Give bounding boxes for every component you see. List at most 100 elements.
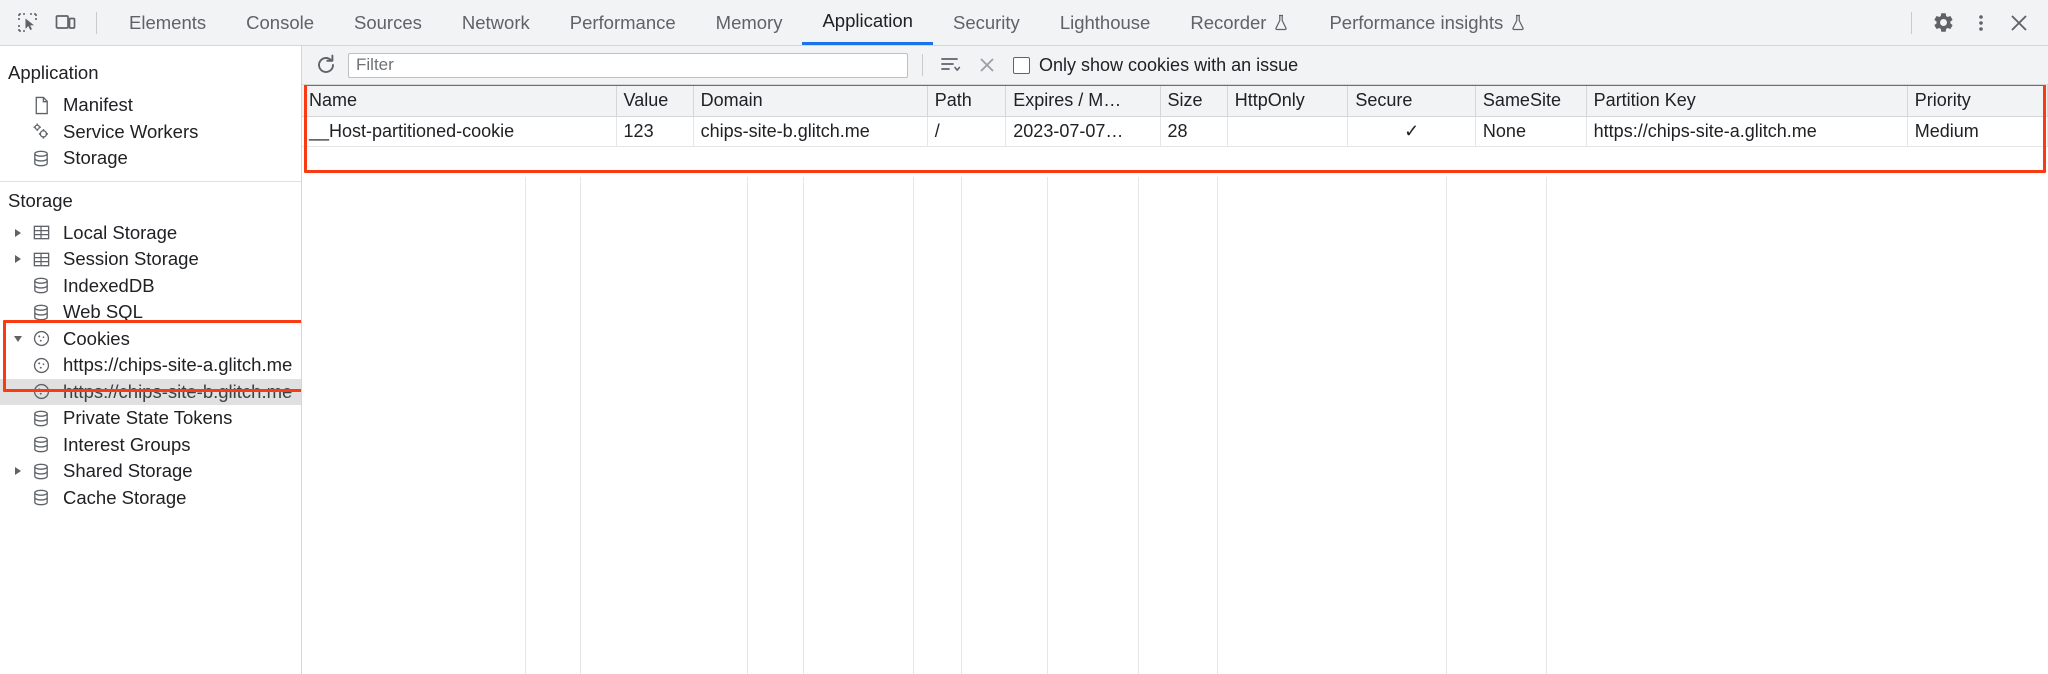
chevron-right-icon[interactable] xyxy=(8,255,28,264)
cell-httponly[interactable] xyxy=(1227,116,1349,147)
filter-list-icon[interactable] xyxy=(937,51,965,79)
toolbar-divider xyxy=(1911,11,1912,34)
column-header-samesite[interactable]: SameSite xyxy=(1475,85,1587,117)
sidebar-item-private-state-tokens[interactable]: Private State Tokens xyxy=(0,405,301,432)
chevron-down-icon[interactable] xyxy=(8,335,28,342)
sidebar-item-label: Service Workers xyxy=(63,120,199,142)
devtools-body: Application Manifest xyxy=(0,46,2048,674)
close-icon[interactable] xyxy=(2000,4,2038,42)
tab-label: Memory xyxy=(715,11,783,33)
tab-label: Sources xyxy=(354,11,422,33)
tab-label: Lighthouse xyxy=(1059,11,1151,33)
tab-label: Performance insights xyxy=(1329,11,1504,33)
tab-performance[interactable]: Performance xyxy=(550,0,696,45)
clear-x-icon[interactable] xyxy=(973,51,1001,79)
sidebar-item-service-workers[interactable]: Service Workers xyxy=(0,119,301,146)
column-header-partition-key[interactable]: Partition Key xyxy=(1586,85,1908,117)
cell-value[interactable]: 123 xyxy=(616,116,694,147)
sidebar-item-label: Cookies xyxy=(63,327,130,349)
sidebar-item-label: Manifest xyxy=(63,94,133,116)
tab-lighthouse[interactable]: Lighthouse xyxy=(1040,0,1171,45)
flask-icon xyxy=(1273,14,1289,31)
database-icon xyxy=(28,303,54,322)
sidebar-divider xyxy=(0,180,301,182)
cookies-toolbar: Only show cookies with an issue xyxy=(302,46,2048,85)
gear-icon[interactable] xyxy=(1924,4,1962,42)
tab-label: Application xyxy=(822,10,913,31)
sidebar-item-shared-storage[interactable]: Shared Storage xyxy=(0,458,301,485)
column-header-size[interactable]: Size xyxy=(1160,85,1228,117)
sidebar-section-application-title: Application xyxy=(8,62,99,83)
cookie-icon xyxy=(28,382,54,401)
column-header-expires[interactable]: Expires / M… xyxy=(1005,85,1161,117)
inspect-element-icon[interactable] xyxy=(8,4,46,42)
sidebar-item-cache-storage[interactable]: Cache Storage xyxy=(0,485,301,512)
cookies-table-container: Name Value Domain Path Expires / M… Size… xyxy=(302,85,2048,674)
column-header-value[interactable]: Value xyxy=(616,85,694,117)
column-header-path[interactable]: Path xyxy=(927,85,1007,117)
device-toolbar-icon[interactable] xyxy=(46,4,84,42)
cell-expires[interactable]: 2023-07-07… xyxy=(1005,116,1161,147)
database-icon xyxy=(28,276,54,295)
tab-security[interactable]: Security xyxy=(933,0,1040,45)
cell-priority[interactable]: Medium xyxy=(1907,116,2048,147)
only-show-cookies-with-issue-checkbox[interactable]: Only show cookies with an issue xyxy=(1013,55,1298,76)
cookies-panel: Only show cookies with an issue xyxy=(302,46,2048,674)
tab-elements[interactable]: Elements xyxy=(109,0,226,45)
refresh-icon[interactable] xyxy=(312,51,340,79)
tab-console[interactable]: Console xyxy=(226,0,334,45)
cell-size[interactable]: 28 xyxy=(1160,116,1228,147)
flask-icon xyxy=(1510,14,1526,31)
more-vertical-icon[interactable] xyxy=(1962,4,2000,42)
cell-secure[interactable]: ✓ xyxy=(1347,116,1476,147)
sidebar-item-web-sql[interactable]: Web SQL xyxy=(0,299,301,326)
database-icon xyxy=(28,149,54,168)
sidebar-item-cookies-chips-site-a[interactable]: https://chips-site-a.glitch.me xyxy=(0,352,301,379)
sidebar-section-storage-title: Storage xyxy=(8,189,73,211)
sidebar-item-cookies-chips-site-b[interactable]: https://chips-site-b.glitch.me xyxy=(0,378,301,405)
tab-label: Network xyxy=(461,11,530,33)
cell-samesite[interactable]: None xyxy=(1475,116,1587,147)
column-header-priority[interactable]: Priority xyxy=(1907,85,2048,117)
database-icon xyxy=(28,462,54,481)
sidebar-item-session-storage[interactable]: Session Storage xyxy=(0,246,301,273)
tab-recorder[interactable]: Recorder xyxy=(1170,0,1309,45)
tab-sources[interactable]: Sources xyxy=(334,0,442,45)
table-grid-icon xyxy=(28,223,54,242)
tab-label: Recorder xyxy=(1190,11,1267,33)
chevron-right-icon[interactable] xyxy=(8,228,28,237)
column-header-secure[interactable]: Secure xyxy=(1347,85,1476,117)
sidebar-item-label: IndexedDB xyxy=(63,274,155,296)
column-header-name[interactable]: Name xyxy=(302,85,617,117)
cell-name[interactable]: __Host-partitioned-cookie xyxy=(302,116,617,147)
sidebar-item-storage[interactable]: Storage xyxy=(0,145,301,172)
sidebar-item-local-storage[interactable]: Local Storage xyxy=(0,220,301,247)
tab-memory[interactable]: Memory xyxy=(696,0,803,45)
table-row[interactable]: __Host-partitioned-cookie 123 chips-site… xyxy=(302,116,2048,147)
sidebar-item-indexeddb[interactable]: IndexedDB xyxy=(0,273,301,300)
tab-network[interactable]: Network xyxy=(442,0,550,45)
cell-domain[interactable]: chips-site-b.glitch.me xyxy=(693,116,928,147)
tab-application[interactable]: Application xyxy=(802,0,933,45)
column-header-httponly[interactable]: HttpOnly xyxy=(1227,85,1349,117)
sidebar-item-label: Storage xyxy=(63,147,128,169)
cookie-icon xyxy=(28,329,54,348)
sidebar-item-label: Local Storage xyxy=(63,221,178,243)
sidebar-item-cookies[interactable]: Cookies xyxy=(0,326,301,353)
sidebar-item-manifest[interactable]: Manifest xyxy=(0,92,301,119)
devtools-tabbar: Elements Console Sources Network Perform… xyxy=(0,0,2048,46)
column-header-domain[interactable]: Domain xyxy=(693,85,928,117)
cell-path[interactable]: / xyxy=(927,116,1007,147)
tab-performance-insights[interactable]: Performance insights xyxy=(1309,0,1546,45)
sidebar-item-label: Shared Storage xyxy=(63,460,193,482)
chevron-right-icon[interactable] xyxy=(8,467,28,476)
filter-input[interactable] xyxy=(348,52,908,78)
database-icon xyxy=(28,435,54,454)
sidebar-item-interest-groups[interactable]: Interest Groups xyxy=(0,432,301,459)
manifest-file-icon xyxy=(28,96,54,115)
cell-partition-key[interactable]: https://chips-site-a.glitch.me xyxy=(1586,116,1908,147)
sidebar-item-label: Session Storage xyxy=(63,248,199,270)
database-icon xyxy=(28,488,54,507)
checkbox-box[interactable] xyxy=(1013,56,1030,74)
